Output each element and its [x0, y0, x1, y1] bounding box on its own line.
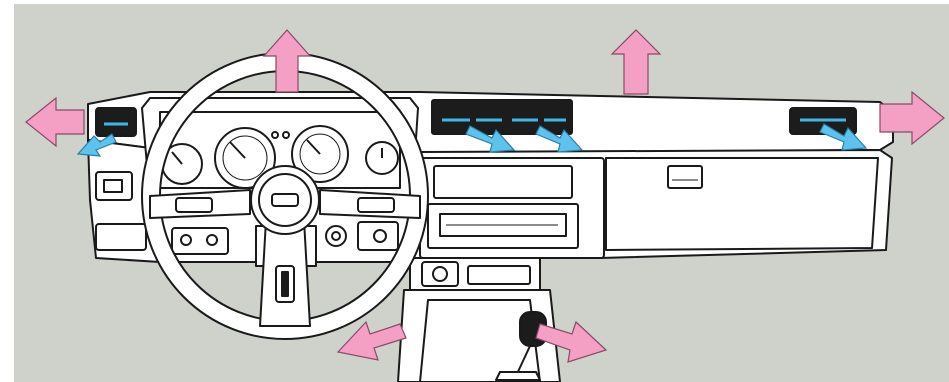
lower-left-pocket	[95, 223, 147, 251]
left-panel	[95, 107, 399, 255]
defrost-arrow-left	[262, 29, 312, 93]
airflow-arrows	[25, 29, 945, 363]
right-vent	[789, 107, 857, 135]
vent-flow-center-2	[535, 125, 584, 153]
floor-arrow-right	[535, 320, 608, 363]
warning-lights	[271, 131, 290, 139]
left-side-vent	[95, 107, 137, 137]
glove-box	[605, 157, 879, 251]
speedometer-icon	[214, 127, 276, 189]
vent-flow-left	[76, 133, 117, 157]
center-console	[397, 157, 605, 382]
center-vent	[431, 99, 573, 135]
defrost-arrow-center	[610, 29, 662, 95]
gauge-cluster	[161, 125, 399, 189]
center-vents	[431, 99, 573, 135]
vent-flow-center-1	[465, 125, 516, 153]
floor-arrow-left	[336, 320, 407, 361]
side-arrow-left	[25, 96, 85, 148]
storage-tray	[433, 165, 573, 199]
glove-box-handle	[667, 165, 703, 189]
side-arrow-right	[879, 90, 945, 146]
tachometer-icon	[291, 125, 349, 183]
clock-icon	[365, 141, 399, 175]
vent-flow-right	[819, 123, 868, 151]
